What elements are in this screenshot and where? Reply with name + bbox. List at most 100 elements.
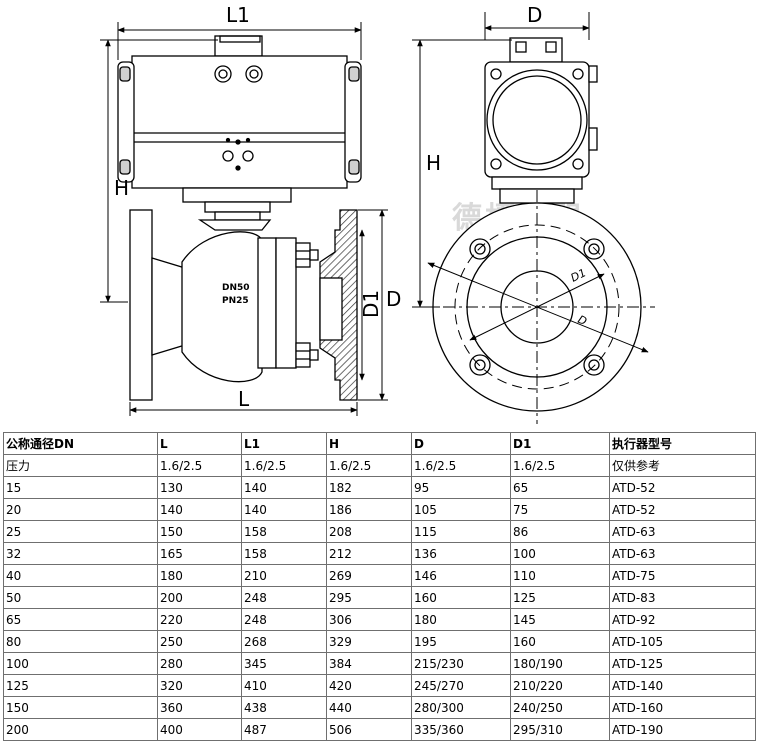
table-cell: 1.6/2.5 [411, 454, 511, 477]
table-cell: 306 [326, 608, 412, 631]
table-cell: ATD-140 [609, 674, 756, 697]
table-cell: 295/310 [510, 718, 610, 741]
dim-label-d1-front: D1 [359, 290, 383, 318]
table-cell: 125 [510, 586, 610, 609]
table-cell: 1.6/2.5 [241, 454, 327, 477]
table-cell: ATD-105 [609, 630, 756, 653]
front-view [117, 35, 362, 401]
table-cell: ATD-190 [609, 718, 756, 741]
table-cell: ATD-160 [609, 696, 756, 719]
table-cell: 100 [510, 542, 610, 565]
header-l1: L1 [241, 432, 327, 455]
table-cell: 215/230 [411, 652, 511, 675]
table-cell: 410 [241, 674, 327, 697]
table-cell: 125 [3, 674, 158, 697]
dim-label-d1-side: D1 [569, 266, 589, 284]
table-cell: 50 [3, 586, 158, 609]
table-cell: 268 [241, 630, 327, 653]
header-d1: D1 [510, 432, 610, 455]
table-cell: 仅供参考 [609, 454, 756, 477]
side-centerlines [420, 190, 655, 424]
table-cell: 130 [157, 476, 242, 499]
table-cell: 115 [411, 520, 511, 543]
table-cell: 360 [157, 696, 242, 719]
header-d: D [411, 432, 511, 455]
table-cell: 160 [510, 630, 610, 653]
table-cell: 80 [3, 630, 158, 653]
table-cell: 200 [157, 586, 242, 609]
table-cell: 400 [157, 718, 242, 741]
body-marking-pressure: PN25 [222, 296, 249, 306]
table-cell: 210 [241, 564, 327, 587]
table-cell: 180/190 [510, 652, 610, 675]
table-cell: ATD-125 [609, 652, 756, 675]
header-h: H [326, 432, 412, 455]
table-cell: 345 [241, 652, 327, 675]
table-cell: 150 [157, 520, 242, 543]
table-cell: 280/300 [411, 696, 511, 719]
header-l: L [157, 432, 242, 455]
dim-label-d-top: D [527, 3, 542, 27]
table-cell: 1.6/2.5 [510, 454, 610, 477]
table-cell: 40 [3, 564, 158, 587]
table-cell: 136 [411, 542, 511, 565]
table-cell: 95 [411, 476, 511, 499]
table-cell: 280 [157, 652, 242, 675]
table-cell: 208 [326, 520, 412, 543]
table-cell: 158 [241, 520, 327, 543]
dim-label-h-side: H [426, 151, 441, 175]
table-cell: 186 [326, 498, 412, 521]
table-cell: 100 [3, 652, 158, 675]
table-cell: ATD-63 [609, 520, 756, 543]
table-cell: ATD-75 [609, 564, 756, 587]
header-dn: 公称通径DN [3, 432, 158, 455]
table-cell: 压力 [3, 454, 158, 477]
table-cell: 110 [510, 564, 610, 587]
table-cell: 269 [326, 564, 412, 587]
table-cell: 295 [326, 586, 412, 609]
table-cell: 165 [157, 542, 242, 565]
table-cell: ATD-92 [609, 608, 756, 631]
table-cell: 506 [326, 718, 412, 741]
table-cell: 210/220 [510, 674, 610, 697]
table-cell: 335/360 [411, 718, 511, 741]
table-cell: 240/250 [510, 696, 610, 719]
table-cell: 384 [326, 652, 412, 675]
table-cell: 75 [510, 498, 610, 521]
table-header-row: 公称通径DN L L1 H D D1 执行器型号 [3, 432, 756, 455]
table-cell: ATD-52 [609, 498, 756, 521]
table-cell: 248 [241, 608, 327, 631]
front-dimensions [100, 22, 388, 416]
table-cell: 145 [510, 608, 610, 631]
table-cell: 140 [241, 476, 327, 499]
table-cell: 438 [241, 696, 327, 719]
dim-label-d-front: D [386, 287, 401, 311]
table-cell: 248 [241, 586, 327, 609]
header-actuator: 执行器型号 [609, 432, 756, 455]
table-cell: 20 [3, 498, 158, 521]
table-cell: 158 [241, 542, 327, 565]
dim-label-h-front: H [114, 176, 129, 200]
table-cell: 195 [411, 630, 511, 653]
table-cell: ATD-63 [609, 542, 756, 565]
table-cell: 1.6/2.5 [157, 454, 242, 477]
table-cell: 200 [3, 718, 158, 741]
table-cell: 182 [326, 476, 412, 499]
table-cell: 140 [157, 498, 242, 521]
table-cell: 15 [3, 476, 158, 499]
table-cell: 180 [157, 564, 242, 587]
table-cell: 220 [157, 608, 242, 631]
valve-drawing: 德標閥門 德標閥門 [100, 3, 655, 424]
table-cell: 32 [3, 542, 158, 565]
